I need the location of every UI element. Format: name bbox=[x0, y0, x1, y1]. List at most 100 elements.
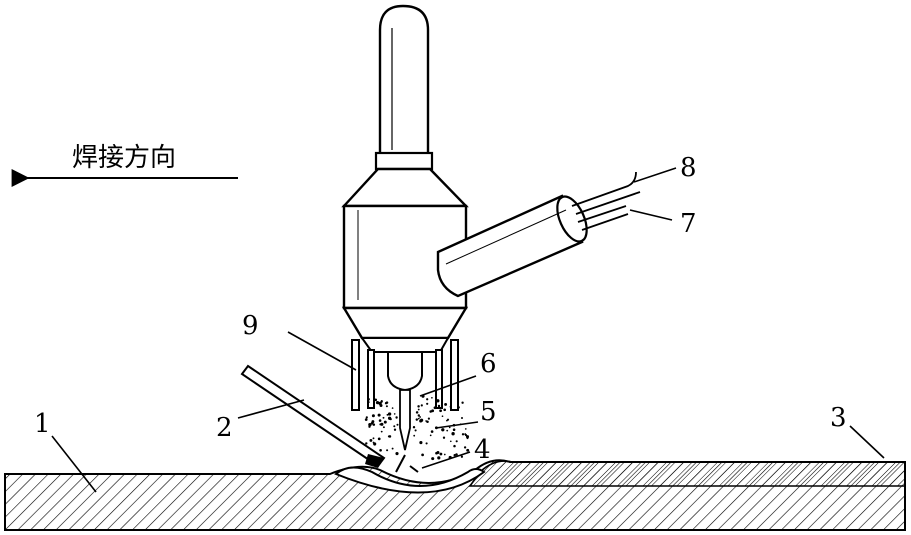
label-3: 3 bbox=[830, 403, 847, 433]
powder-particle bbox=[367, 398, 370, 401]
powder-particle bbox=[396, 423, 399, 426]
powder-particle bbox=[441, 415, 444, 418]
powder-particle bbox=[446, 418, 450, 421]
lead-7 bbox=[577, 205, 629, 231]
powder-particle bbox=[441, 428, 445, 432]
leader-7 bbox=[629, 209, 673, 221]
label-9: 9 bbox=[242, 311, 259, 341]
powder-particle bbox=[372, 423, 376, 426]
powder-particle bbox=[365, 416, 368, 419]
leader-2 bbox=[237, 399, 305, 419]
powder-particle bbox=[429, 434, 432, 437]
leader-9 bbox=[287, 331, 357, 371]
weld-pool bbox=[334, 466, 486, 494]
powder-particle bbox=[391, 407, 394, 409]
powder-particle bbox=[393, 425, 396, 428]
leader-8 bbox=[633, 167, 677, 183]
powder-particle bbox=[425, 420, 427, 422]
powder-particle bbox=[425, 442, 428, 445]
label-7: 7 bbox=[680, 209, 697, 239]
leader-5 bbox=[435, 421, 479, 429]
powder-particle bbox=[371, 414, 375, 418]
powder-particle bbox=[365, 442, 368, 445]
powder-particle bbox=[460, 416, 464, 420]
inner-nozzle bbox=[387, 351, 423, 392]
powder-particle bbox=[372, 437, 375, 440]
powder-particle bbox=[426, 398, 429, 401]
powder-particle bbox=[373, 442, 377, 446]
powder-particle bbox=[385, 405, 388, 408]
powder-particle bbox=[369, 407, 372, 409]
powder-particle bbox=[415, 411, 419, 414]
powder-particle bbox=[417, 405, 420, 408]
powder-particle bbox=[437, 456, 441, 460]
powder-particle bbox=[379, 423, 382, 426]
powder-particle bbox=[415, 418, 419, 421]
filler-rod bbox=[240, 364, 386, 468]
torch-cap bbox=[378, 4, 430, 157]
powder-particle bbox=[417, 408, 420, 411]
powder-particle bbox=[379, 448, 382, 452]
powder-particle bbox=[382, 416, 385, 419]
label-4: 4 bbox=[474, 435, 491, 465]
powder-particle bbox=[387, 435, 390, 438]
powder-particle bbox=[419, 441, 423, 445]
plasma-torch bbox=[341, 4, 641, 473]
powder-particle bbox=[369, 438, 373, 442]
powder-particle bbox=[379, 403, 383, 408]
arc bbox=[395, 454, 419, 473]
powder-particle bbox=[452, 428, 456, 431]
powder-particle bbox=[442, 436, 446, 439]
powder-particle bbox=[436, 399, 440, 403]
powder-particle bbox=[435, 451, 438, 455]
powder-particle bbox=[371, 420, 375, 424]
powder-particle bbox=[391, 447, 394, 450]
powder-particle bbox=[461, 401, 464, 404]
powder-particle bbox=[393, 413, 396, 415]
torch-collar bbox=[374, 151, 434, 171]
powder-particle bbox=[457, 406, 460, 409]
powder-particle bbox=[443, 453, 446, 456]
powder-particle bbox=[414, 429, 417, 432]
powder-particle bbox=[417, 417, 420, 420]
powder-particle bbox=[368, 423, 372, 427]
tungsten-electrode bbox=[399, 389, 411, 451]
label-6: 6 bbox=[480, 349, 497, 379]
powder-particle bbox=[420, 404, 423, 407]
powder-particle bbox=[461, 433, 465, 436]
powder-particle bbox=[426, 402, 429, 405]
powder-particle bbox=[383, 420, 387, 424]
powder-particle bbox=[460, 455, 464, 458]
label-8: 8 bbox=[680, 153, 697, 183]
powder-particle bbox=[431, 396, 433, 399]
powder-particle bbox=[395, 416, 398, 419]
powder-particle bbox=[367, 401, 370, 404]
powder-particle bbox=[368, 425, 371, 428]
powder-particle bbox=[455, 440, 458, 443]
direction-label: 焊接方向 bbox=[72, 143, 176, 173]
powder-particle bbox=[378, 419, 382, 422]
shield-wall-left-outer bbox=[351, 339, 360, 411]
gas-supply-tube bbox=[436, 194, 588, 298]
powder-particle bbox=[444, 402, 448, 406]
powder-particle bbox=[464, 433, 467, 436]
label-2: 2 bbox=[216, 413, 233, 443]
powder-particle bbox=[431, 457, 435, 461]
powder-particle bbox=[380, 400, 383, 403]
powder-particle bbox=[466, 448, 470, 452]
workpiece bbox=[4, 459, 906, 531]
powder-particle bbox=[364, 418, 368, 421]
powder-particle bbox=[387, 412, 392, 416]
powder-particle bbox=[449, 405, 452, 408]
powder-particle bbox=[433, 406, 437, 410]
powder-particle bbox=[413, 434, 416, 437]
powder-particle bbox=[453, 454, 456, 457]
powder-particle bbox=[430, 430, 434, 433]
powder-particle bbox=[453, 444, 456, 448]
label-1: 1 bbox=[34, 409, 51, 439]
powder-particle bbox=[448, 426, 451, 429]
powder-particle bbox=[382, 426, 385, 429]
powder-particle bbox=[465, 435, 470, 439]
powder-particle bbox=[419, 416, 421, 418]
